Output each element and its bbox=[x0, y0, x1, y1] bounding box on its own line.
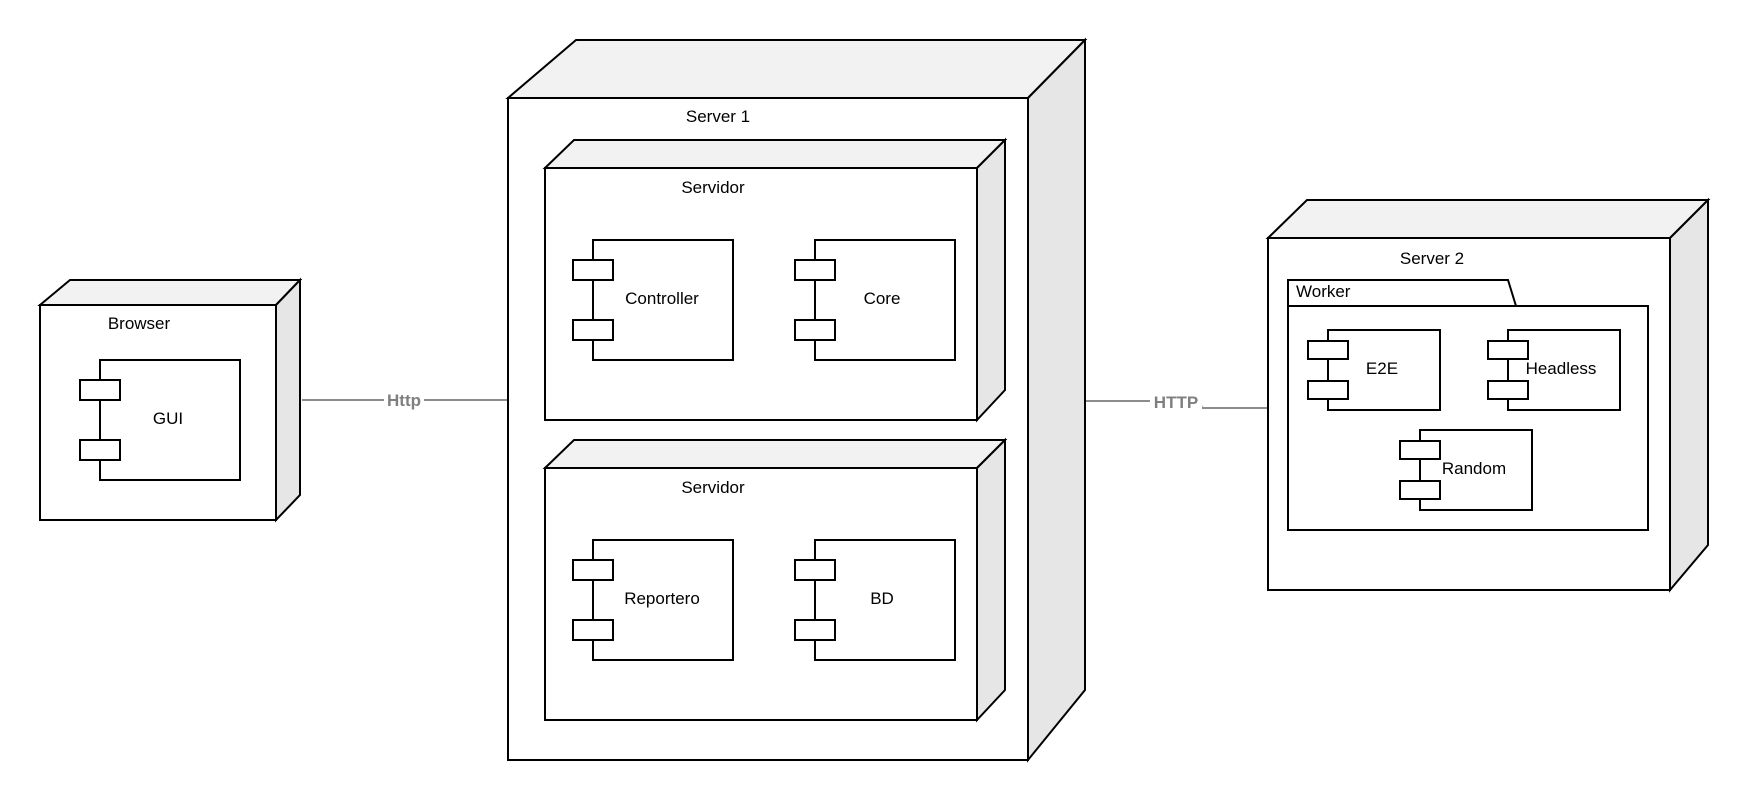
component-port-icon bbox=[572, 259, 614, 281]
component-label-gui: GUI bbox=[153, 409, 183, 428]
node-server1: Server 1 Servidor Controller Core bbox=[505, 37, 1088, 763]
subnode-side-face bbox=[976, 437, 1006, 723]
component-reportero: Reportero bbox=[572, 539, 734, 661]
node-server2: Server 2 Worker E2E Headless bbox=[1265, 197, 1711, 593]
component-e2e: E2E bbox=[1307, 329, 1441, 411]
component-label-bd: BD bbox=[870, 589, 894, 608]
subnode-label-servidor: Servidor bbox=[681, 478, 745, 497]
component-port-icon bbox=[572, 319, 614, 341]
subnode-top-face bbox=[542, 439, 1008, 469]
node-browser: Browser GUI bbox=[37, 277, 303, 523]
node-side-face bbox=[1669, 197, 1709, 593]
package-label-worker: Worker bbox=[1296, 282, 1351, 301]
component-port-icon bbox=[794, 619, 836, 641]
component-label-controller: Controller bbox=[625, 289, 699, 308]
component-body bbox=[99, 359, 241, 481]
subnode-label-servidor: Servidor bbox=[681, 178, 745, 197]
node-label-browser: Browser bbox=[108, 314, 171, 333]
component-body bbox=[592, 239, 734, 361]
node-top-face bbox=[37, 279, 303, 306]
component-headless: Headless bbox=[1487, 329, 1621, 411]
connector-server1-server2: HTTP bbox=[1085, 391, 1268, 413]
component-label-core: Core bbox=[864, 289, 901, 308]
component-controller: Controller bbox=[572, 239, 734, 361]
subnode-servidor-bottom: Servidor Reportero BD bbox=[542, 437, 1008, 723]
subnode-side-face bbox=[976, 137, 1006, 423]
package-worker: Worker E2E Headless Random bbox=[1287, 279, 1649, 531]
component-port-icon bbox=[794, 559, 836, 581]
node-top-face bbox=[1265, 199, 1711, 239]
connector-browser-server1: Http bbox=[302, 389, 508, 411]
node-label-server1: Server 1 bbox=[686, 107, 750, 126]
connector-label-http-upper: HTTP bbox=[1154, 393, 1198, 412]
component-bd: BD bbox=[794, 539, 956, 661]
component-label-random: Random bbox=[1442, 459, 1506, 478]
component-core: Core bbox=[794, 239, 956, 361]
component-port-icon bbox=[1307, 340, 1349, 360]
component-gui: GUI bbox=[79, 359, 241, 481]
component-port-icon bbox=[1487, 340, 1529, 360]
component-body bbox=[814, 539, 956, 661]
component-port-icon bbox=[1399, 480, 1441, 500]
node-side-face bbox=[1027, 37, 1086, 763]
component-label-reportero: Reportero bbox=[624, 589, 700, 608]
component-label-headless: Headless bbox=[1526, 359, 1597, 378]
component-port-icon bbox=[1487, 380, 1529, 400]
component-port-icon bbox=[572, 619, 614, 641]
node-side-face bbox=[275, 277, 301, 523]
component-port-icon bbox=[572, 559, 614, 581]
component-body bbox=[592, 539, 734, 661]
connector-label-bg bbox=[1150, 391, 1202, 413]
connector-label-http: Http bbox=[387, 391, 421, 410]
component-port-icon bbox=[1399, 440, 1441, 460]
component-label-e2e: E2E bbox=[1366, 359, 1398, 378]
subnode-top-face bbox=[542, 139, 1008, 169]
subnode-servidor-top: Servidor Controller Core bbox=[542, 137, 1008, 423]
connector-label-bg bbox=[384, 389, 424, 411]
component-random: Random bbox=[1399, 429, 1533, 511]
node-label-server2: Server 2 bbox=[1400, 249, 1464, 268]
component-port-icon bbox=[1307, 380, 1349, 400]
node-top-face bbox=[505, 39, 1088, 99]
component-port-icon bbox=[79, 439, 121, 461]
component-port-icon bbox=[794, 319, 836, 341]
component-port-icon bbox=[79, 379, 121, 401]
component-port-icon bbox=[794, 259, 836, 281]
component-body bbox=[814, 239, 956, 361]
